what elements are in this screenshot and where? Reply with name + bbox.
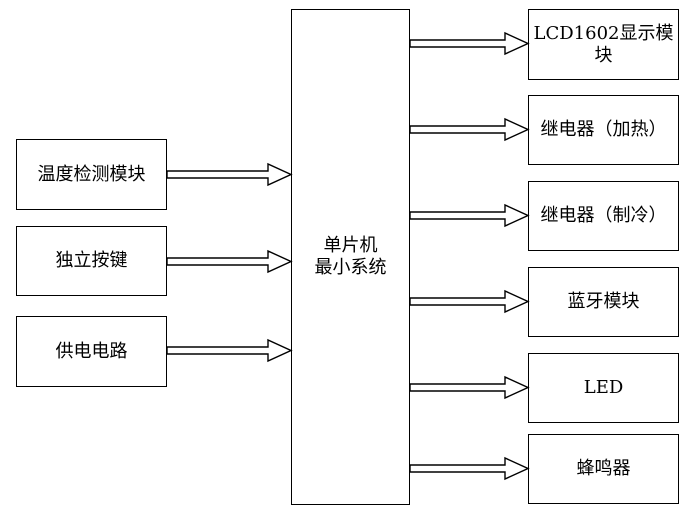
- arrow-mcu-to-bluetooth: [409, 289, 530, 314]
- buzzer-label: 蜂鸣器: [576, 458, 631, 479]
- arrow-temperature-to-mcu: [166, 162, 293, 187]
- bluetooth-module-label: 蓝牙模块: [567, 291, 640, 312]
- lcd1602-label-line1: LCD1602显示模: [533, 22, 674, 44]
- power-supply-box: 供电电路: [16, 316, 167, 387]
- mcu-label-line1: 单片机: [323, 235, 378, 256]
- arrow-keys-to-mcu: [166, 249, 293, 274]
- buzzer-box: 蜂鸣器: [528, 434, 679, 504]
- mcu-minimum-system-box: 单片机 最小系统: [291, 9, 410, 505]
- mcu-label-line2: 最小系统: [314, 257, 387, 278]
- arrow-mcu-to-buzzer: [409, 456, 530, 481]
- temperature-sensor-box: 温度检测模块: [16, 139, 167, 210]
- lcd1602-display-box: LCD1602显示模 块: [528, 9, 679, 80]
- power-supply-label: 供电电路: [55, 340, 128, 362]
- arrow-power-to-mcu: [166, 338, 293, 363]
- relay-cooling-box: 继电器（制冷）: [528, 181, 679, 251]
- bluetooth-module-box: 蓝牙模块: [528, 267, 679, 337]
- arrow-mcu-to-relay-cooling: [409, 203, 530, 228]
- relay-cooling-label: 继电器（制冷）: [540, 205, 667, 226]
- independent-keys-label: 独立按键: [55, 250, 128, 271]
- led-label: LED: [583, 377, 624, 398]
- lcd1602-label-line2: 块: [594, 44, 613, 66]
- led-box: LED: [528, 353, 679, 423]
- relay-heating-box: 继电器（加热）: [528, 95, 679, 165]
- arrow-mcu-to-led: [409, 375, 530, 400]
- independent-keys-box: 独立按键: [16, 226, 167, 296]
- arrow-mcu-to-relay-heating: [409, 117, 530, 142]
- relay-heating-label: 继电器（加热）: [540, 119, 667, 140]
- temperature-sensor-label: 温度检测模块: [37, 163, 146, 185]
- arrow-mcu-to-lcd1602: [409, 31, 530, 56]
